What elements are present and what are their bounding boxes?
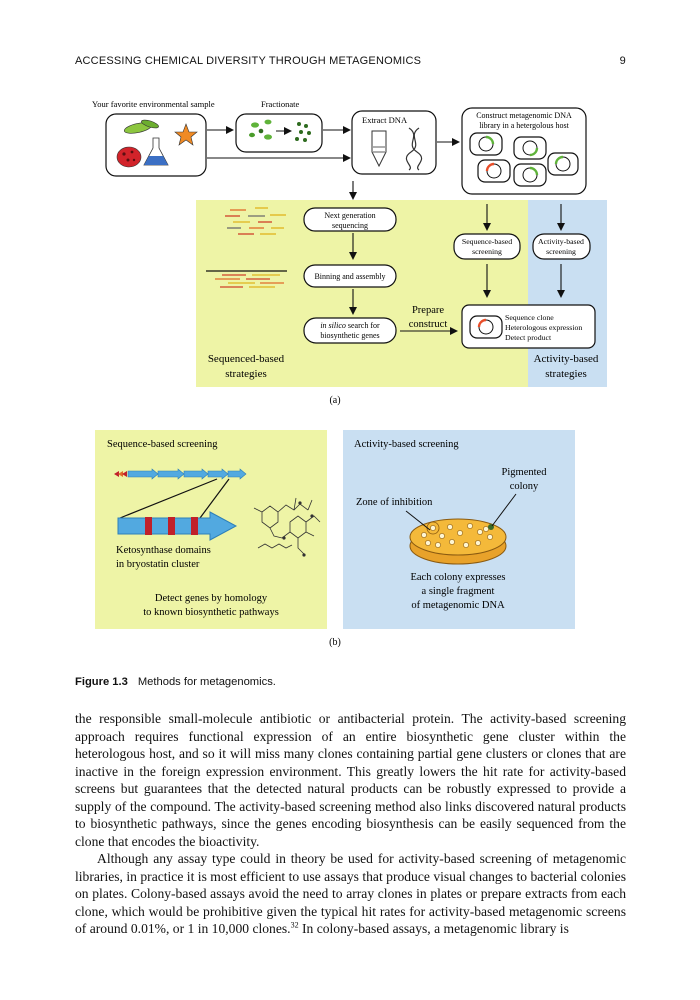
- insilico-italic: in silico: [320, 321, 346, 330]
- fractionate-label: Fractionate: [261, 99, 299, 109]
- seq-screening-title: Sequence-based screening: [107, 439, 218, 450]
- paragraph-1: the responsible small-molecule antibioti…: [75, 711, 626, 849]
- result-cell: [469, 315, 503, 339]
- assembled-reads: [206, 270, 287, 288]
- pigmented-label-2: colony: [510, 481, 539, 492]
- ks-label-2: in bryostatin cluster: [116, 559, 200, 570]
- petri-dish-icon: [409, 518, 507, 565]
- insilico-box: [303, 317, 397, 344]
- panel-a: Your favorite environmental sample Fract…: [92, 99, 607, 406]
- library-label-1: Construct metagenomic DNA: [476, 111, 572, 120]
- act-screening-label-2: screening: [546, 247, 576, 256]
- ks-domain: [168, 517, 175, 535]
- figure-caption-label: Figure 1.3: [75, 676, 128, 688]
- zone-label: Zone of inhibition: [356, 497, 433, 508]
- library-label-2: library in a hetergolous host: [479, 121, 569, 130]
- flask-icon: [143, 137, 169, 166]
- bryostatin-structure-icon: [253, 497, 321, 557]
- tube-icon: [371, 130, 387, 168]
- ngs-label-1: Next generation: [324, 211, 375, 220]
- seq-screening-box: [453, 233, 521, 260]
- binning-label: Binning and assembly: [314, 272, 385, 281]
- act-screening-box: [532, 233, 591, 260]
- act-strategies-label-2: strategies: [545, 368, 587, 380]
- paragraph-2: Although any assay type could in theory …: [75, 850, 626, 938]
- host-cells: [469, 132, 579, 187]
- leaf-icon: [123, 119, 159, 134]
- sample-label: Your favorite environmental sample: [92, 99, 215, 109]
- figure-caption: Figure 1.3 Methods for metagenomics.: [75, 676, 276, 688]
- host-cell: [513, 136, 547, 160]
- zone-pointer: [405, 510, 431, 531]
- page-number: 9: [619, 55, 626, 67]
- detect-label-1: Detect genes by homology: [155, 593, 268, 604]
- seq-strategies-label-2: strategies: [225, 368, 267, 380]
- pigmented-label-1: Pigmented: [502, 467, 548, 478]
- ks-domain: [191, 517, 198, 535]
- host-cell: [477, 159, 511, 183]
- zoom-line-right: [199, 478, 230, 519]
- dna-helix-icon: [405, 127, 423, 171]
- ketosynthase-gene: [117, 511, 238, 541]
- sequence-reads: [225, 207, 286, 235]
- detect-label-2: to known biosynthetic pathways: [143, 607, 279, 618]
- insilico-rest: search for: [346, 321, 380, 330]
- ks-label-1: Ketosynthase domains: [116, 545, 211, 556]
- seq-strategies-label-1: Sequenced-based: [208, 353, 285, 365]
- particles-icon: [249, 119, 311, 142]
- panel-b: Sequence-based screening: [95, 430, 575, 648]
- prepare-label-1: Prepare: [412, 305, 444, 316]
- panel-a-label: (a): [329, 395, 340, 406]
- gene-cluster: [114, 468, 247, 480]
- host-cell: [469, 132, 503, 156]
- each-colony-label-2: a single fragment: [422, 586, 495, 597]
- result-label-2: Heterologous expression: [505, 323, 582, 332]
- host-cell: [547, 152, 579, 176]
- act-strategies-label-1: Activity-based: [534, 353, 599, 365]
- result-label-3: Detect product: [505, 333, 552, 342]
- citation-ref: 32: [290, 920, 299, 930]
- seq-screening-label-1: Sequence-based: [462, 237, 512, 246]
- seq-screening-label-2: screening: [472, 247, 502, 256]
- host-cell: [513, 163, 547, 187]
- activity-strategy-region: [528, 200, 607, 387]
- insilico-label-2: biosynthetic genes: [320, 331, 379, 340]
- paragraph-2-tail: In colony-based assays, a metagenomic li…: [298, 921, 569, 936]
- ngs-label-2: sequencing: [332, 221, 368, 230]
- starfish-icon: [174, 123, 198, 146]
- prepare-label-2: construct: [409, 319, 448, 330]
- binning-box: [303, 264, 397, 288]
- panel-b-label: (b): [329, 637, 341, 648]
- body-text: the responsible small-molecule antibioti…: [75, 710, 626, 938]
- act-screening-label-1: Activity-based: [538, 237, 584, 246]
- extract-dna-label: Extract DNA: [362, 115, 408, 125]
- pigmented-pointer: [491, 493, 517, 527]
- ngs-box: [303, 207, 397, 232]
- insilico-label-1: in silico search for: [320, 321, 380, 330]
- zoom-line-left: [119, 478, 218, 519]
- running-header: ACCESSING CHEMICAL DIVERSITY THROUGH MET…: [75, 55, 626, 71]
- result-label-1: Sequence clone: [505, 313, 554, 322]
- each-colony-label-3: of metagenomic DNA: [411, 600, 505, 611]
- rock-icon: [116, 146, 142, 168]
- figure-1-3: Your favorite environmental sample Fract…: [92, 99, 607, 648]
- ks-domain: [145, 517, 152, 535]
- act-screening-title: Activity-based screening: [354, 439, 459, 450]
- paragraph-2-text: Although any assay type could in theory …: [75, 851, 626, 936]
- running-title: ACCESSING CHEMICAL DIVERSITY THROUGH MET…: [75, 55, 422, 67]
- extract-dna-box: [351, 110, 437, 175]
- figure-caption-text: Methods for metagenomics.: [137, 676, 276, 688]
- each-colony-label-1: Each colony expresses: [410, 572, 505, 583]
